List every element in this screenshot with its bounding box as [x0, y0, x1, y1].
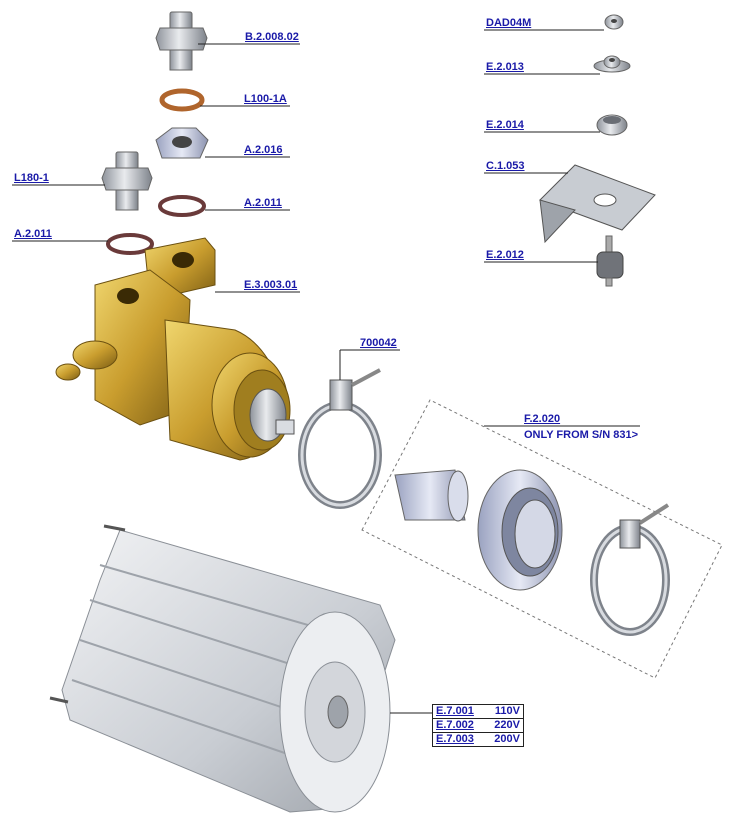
motor-part — [49, 524, 396, 813]
pump-body-part — [55, 237, 295, 461]
motor-code[interactable]: E.7.002 — [432, 718, 491, 733]
label-dad04m[interactable]: DAD04M — [486, 17, 532, 29]
label-f2020[interactable]: F.2.020 — [524, 413, 561, 425]
kit-coupling-part — [477, 469, 563, 591]
motor-voltage: 220V — [491, 718, 524, 733]
label-e2012[interactable]: E.2.012 — [486, 249, 524, 261]
table-row: E.7.001 110V — [432, 704, 524, 719]
motor-code[interactable]: E.7.001 — [432, 704, 491, 719]
ring-l100-part — [159, 88, 205, 112]
motor-voltage-table: E.7.001 110V E.7.002 220V E.7.003 200V — [432, 704, 524, 747]
nut-a2016-part — [155, 127, 209, 159]
clamp-700042-part — [298, 368, 382, 509]
label-e3003[interactable]: E.3.003.01 — [244, 279, 298, 291]
ring-a2011-right-part — [158, 195, 206, 217]
label-c1053[interactable]: C.1.053 — [486, 160, 525, 172]
bracket-c1053-part — [539, 164, 656, 244]
kit-f2020-frame — [361, 399, 723, 679]
motor-voltage: 200V — [491, 732, 524, 747]
label-a2016[interactable]: A.2.016 — [244, 144, 283, 156]
label-l180[interactable]: L180-1 — [14, 172, 49, 184]
ring-a2011-left-part — [106, 233, 154, 255]
label-b2008[interactable]: B.2.008.02 — [245, 31, 299, 43]
label-f2020-note: ONLY FROM S/N 831> — [524, 429, 639, 441]
kit-clamp-part — [590, 503, 670, 636]
label-a2011-right[interactable]: A.2.011 — [244, 197, 282, 209]
motor-voltage: 110V — [491, 704, 524, 719]
kit-sleeve-part — [394, 469, 469, 522]
label-a2011-left[interactable]: A.2.011 — [14, 228, 52, 240]
table-row: E.7.003 200V — [432, 732, 524, 747]
label-700042[interactable]: 700042 — [360, 337, 397, 349]
washer-e2013-part — [593, 55, 631, 73]
label-l100[interactable]: L100-1A — [244, 93, 287, 105]
foot-e2012-part — [596, 235, 624, 287]
table-row: E.7.002 220V — [432, 718, 524, 733]
label-e2013[interactable]: E.2.013 — [486, 61, 524, 73]
nut-dad04m-part — [604, 14, 624, 30]
spacer-e2014-part — [596, 114, 628, 136]
leader-lines — [12, 29, 640, 714]
fitting-l180-part — [101, 151, 153, 211]
motor-code[interactable]: E.7.003 — [432, 732, 491, 747]
label-e2014[interactable]: E.2.014 — [486, 119, 524, 131]
fitting-b2008-part — [155, 11, 208, 71]
